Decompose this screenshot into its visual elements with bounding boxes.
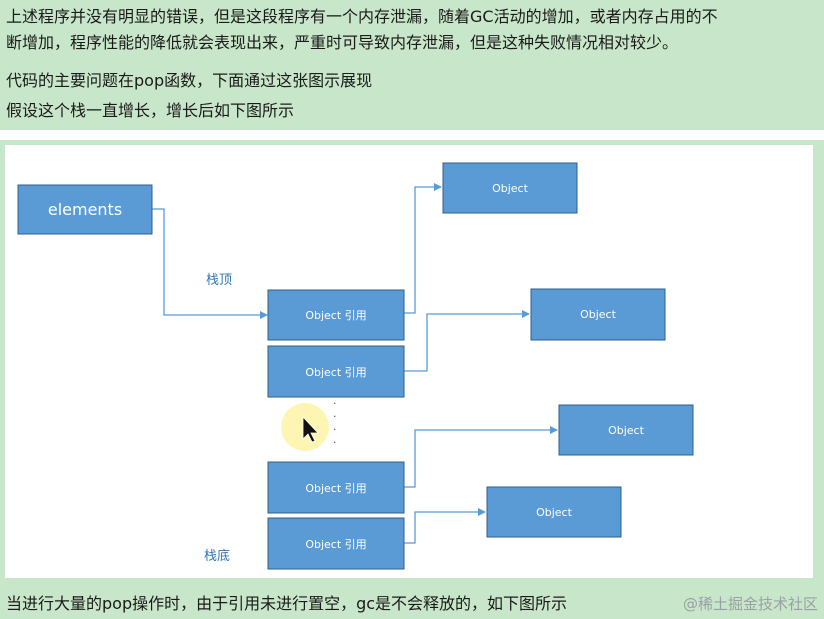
intro-line-1: 上述程序并没有明显的错误，但是这段程序有一个内存泄漏，随着GC活动的增加，或者内… (6, 7, 718, 26)
object-label-2: Object (580, 308, 617, 321)
object-box-3: Object (558, 404, 694, 456)
intro-line-4: 假设这个栈一直增长，增长后如下图所示 (6, 101, 295, 120)
object-label-1: Object (492, 182, 529, 195)
ref-box-1: Object 引用 (267, 289, 405, 341)
arrow-ref2-to-object2 (404, 310, 530, 372)
ref-label-3: Object 引用 (305, 481, 366, 495)
object-label-4: Object (536, 506, 573, 519)
ref-box-2: Object 引用 (267, 345, 405, 398)
intro-line-3: 代码的主要问题在pop函数，下面通过这张图示展现 (6, 71, 373, 90)
elements-box (17, 184, 153, 235)
ref-label-4: Object 引用 (305, 537, 366, 551)
stack-ellipsis: · · · · (333, 397, 337, 449)
separator (0, 130, 824, 140)
object-box-1: Object (442, 162, 578, 214)
elements-label: elements (48, 200, 122, 219)
watermark: @稀土掘金技术社区 (682, 595, 818, 613)
ref-box-4: Object 引用 (267, 517, 405, 570)
ref-label-1: Object 引用 (305, 308, 366, 322)
stack-top-label: 栈顶 (206, 273, 232, 288)
arrow-ref3-to-object3 (404, 426, 558, 488)
ellipsis-dot-1: · (333, 397, 337, 410)
ellipsis-dot-4: · (333, 436, 337, 449)
stack-diagram: elements 栈顶 栈底 Object 引用 Object 引用 Objec… (5, 145, 813, 578)
arrow-ref4-to-object4 (404, 508, 486, 544)
arrow-elements-to-top (152, 208, 268, 319)
ellipsis-dot-2: · (333, 410, 337, 423)
diagram-svg: elements 栈顶 栈底 Object 引用 Object 引用 Objec… (17, 162, 694, 570)
stack-bottom-label: 栈底 (204, 548, 230, 564)
footer-text: 当进行大量的pop操作时，由于引用未进行置空，gc是不会释放的，如下图所示 (6, 594, 568, 613)
ref-label-2: Object 引用 (305, 365, 366, 379)
intro-panel: 上述程序并没有明显的错误，但是这段程序有一个内存泄漏，随着GC活动的增加，或者内… (0, 0, 824, 130)
arrow-ref1-to-object1 (404, 183, 442, 314)
cursor-pointer-icon (302, 415, 319, 443)
object-box-4: Object (486, 486, 622, 538)
intro-line-2: 断增加，程序性能的降低就会表现出来，严重时可导致内存泄漏，但是这种失败情况相对较… (6, 33, 679, 52)
ref-box-3: Object 引用 (267, 461, 405, 514)
object-box-2: Object (530, 288, 666, 341)
ellipsis-dot-3: · (333, 423, 337, 436)
object-label-3: Object (608, 424, 645, 437)
footer-panel: 当进行大量的pop操作时，由于引用未进行置空，gc是不会释放的，如下图所示 @稀… (0, 583, 824, 619)
